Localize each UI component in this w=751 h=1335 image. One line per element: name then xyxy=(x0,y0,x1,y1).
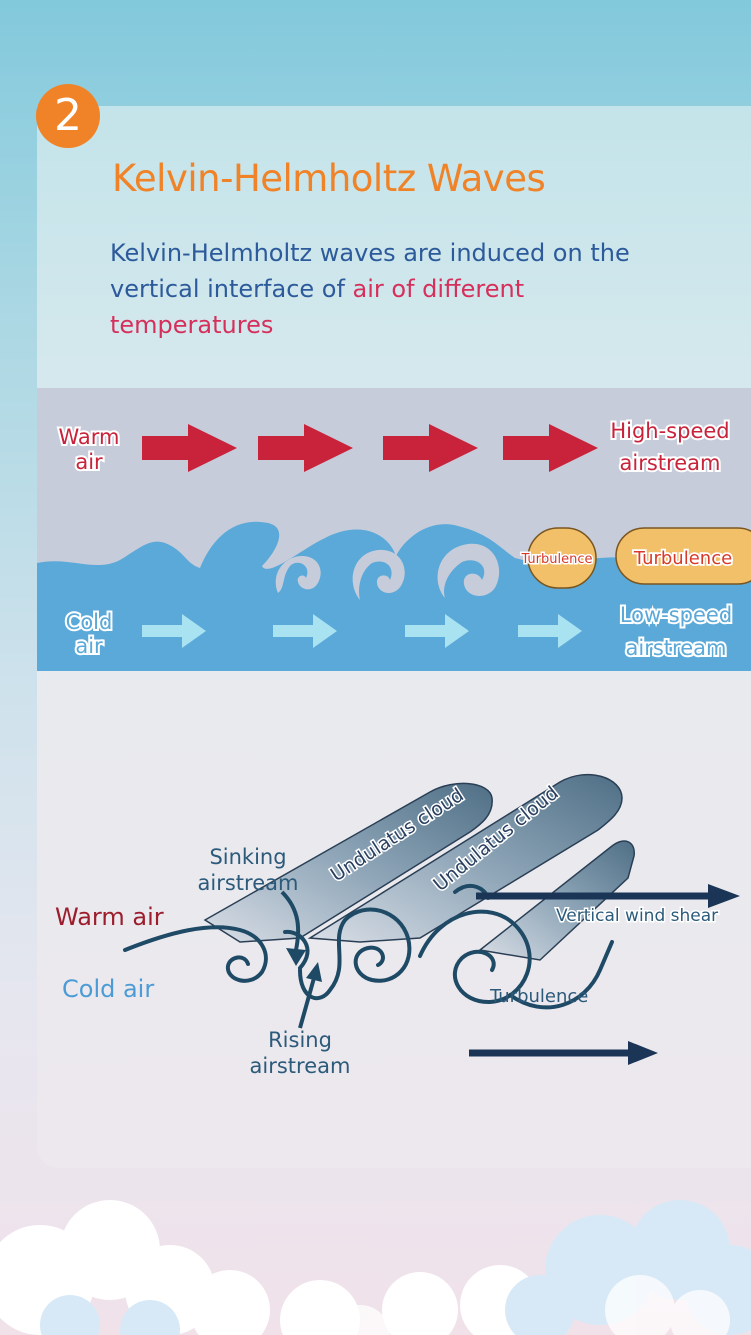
turbulence-label-small: Turbulence xyxy=(520,552,592,567)
airflow-lines xyxy=(123,883,614,1010)
high-speed-label-2: airstream xyxy=(620,451,721,475)
cold-air-label-2: air xyxy=(75,634,103,658)
sinking-arrowhead xyxy=(286,948,306,966)
layer-diagram: Warm air High-speed airstream Cold air L… xyxy=(37,388,751,671)
warm-air-label-1: Warm xyxy=(58,425,119,449)
bottom-clouds-decoration xyxy=(0,1200,751,1335)
low-speed-arrows xyxy=(142,614,582,648)
intro-text: Kelvin-Helmholtz waves are induced on th… xyxy=(110,235,630,343)
warm-air-label-2: air xyxy=(75,450,103,474)
cloud-turbulence-label: Turbulence xyxy=(489,986,588,1007)
intro-text-main: Kelvin-Helmholtz waves are induced on th… xyxy=(110,239,630,303)
turbulence-marker-small xyxy=(527,527,597,589)
turbulence-label-large: Turbulence xyxy=(633,548,732,569)
cloud-diagram: Undulatus cloud Undulatus cloud Sinking … xyxy=(55,773,740,1078)
shear-arrow-bottom-head xyxy=(628,1041,658,1065)
rising-label-2: airstream xyxy=(250,1054,351,1078)
high-speed-label-1: High-speed xyxy=(610,419,729,443)
cloud-warm-air-label: Warm air xyxy=(55,903,164,931)
sinking-arrow xyxy=(280,890,301,951)
low-speed-label-1: Low-speed xyxy=(620,603,732,627)
intro-text-highlight: air of different temperatures xyxy=(110,275,525,339)
sinking-label-1: Sinking xyxy=(209,845,286,869)
wave-swirls xyxy=(275,543,500,600)
undulatus-cloud-roll-2 xyxy=(307,773,623,943)
low-speed-label-2: airstream xyxy=(626,636,727,660)
turbulence-marker-large xyxy=(615,527,751,585)
cold-air-label-1: Cold xyxy=(66,610,113,634)
undulatus-cloud-roll-1 xyxy=(203,782,493,943)
shear-arrow-top-head xyxy=(708,884,740,908)
step-badge: 2 xyxy=(36,84,100,148)
rising-arrowhead xyxy=(306,962,322,982)
rising-label-1: Rising xyxy=(268,1028,332,1052)
page-title: Kelvin-Helmholtz Waves xyxy=(112,157,546,200)
cloud-cold-air-label: Cold air xyxy=(62,975,154,1003)
high-speed-arrows xyxy=(142,424,598,472)
sinking-label-2: airstream xyxy=(198,871,299,895)
vertical-shear-label: Vertical wind shear xyxy=(556,906,718,926)
rising-arrow xyxy=(298,977,316,1029)
